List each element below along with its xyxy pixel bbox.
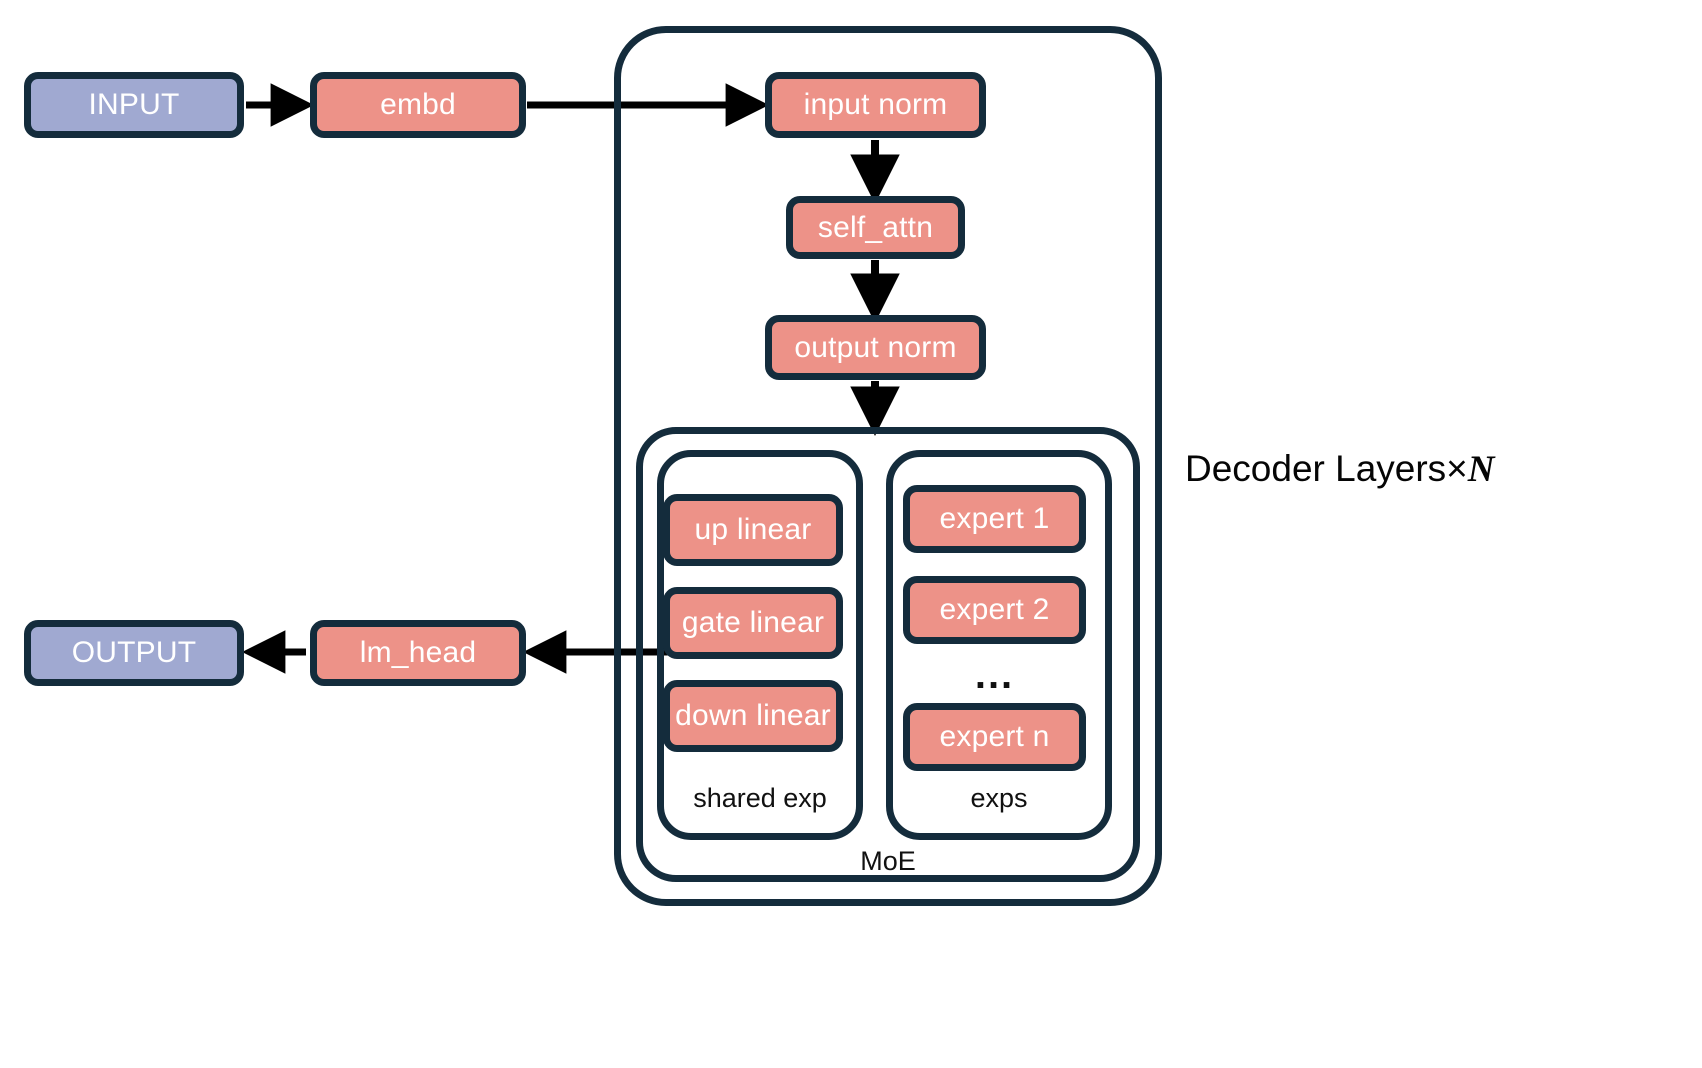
node-down-linear[interactable]: down linear (663, 680, 843, 752)
decoder-layers-label-prefix: Decoder Layers× (1185, 448, 1468, 489)
node-up-linear[interactable]: up linear (663, 494, 843, 566)
node-input[interactable]: INPUT (24, 72, 244, 138)
node-expert-1[interactable]: expert 1 (903, 485, 1086, 553)
node-output-norm[interactable]: output norm (765, 315, 986, 380)
moe-group (636, 427, 1140, 882)
moe-group-label: MoE (860, 846, 916, 876)
decoder-layers-group (614, 26, 1162, 906)
node-lm-head[interactable]: lm_head (310, 620, 526, 686)
node-expert-n[interactable]: expert n (903, 703, 1086, 771)
node-gate-linear[interactable]: gate linear (663, 587, 843, 659)
exps-group (886, 450, 1112, 840)
shared-exp-group (657, 450, 863, 840)
decoder-layers-label-var: N (1467, 449, 1495, 490)
shared-exp-group-label: shared exp (693, 783, 827, 813)
expert-ellipsis: ... (974, 653, 1015, 697)
decoder-layers-label: Decoder Layers×N (1185, 450, 1495, 488)
node-output[interactable]: OUTPUT (24, 620, 244, 686)
node-input-norm[interactable]: input norm (765, 72, 986, 138)
node-self-attn[interactable]: self_attn (786, 196, 965, 259)
exps-group-label: exps (970, 783, 1028, 813)
node-embd[interactable]: embd (310, 72, 526, 138)
node-expert-2[interactable]: expert 2 (903, 576, 1086, 644)
